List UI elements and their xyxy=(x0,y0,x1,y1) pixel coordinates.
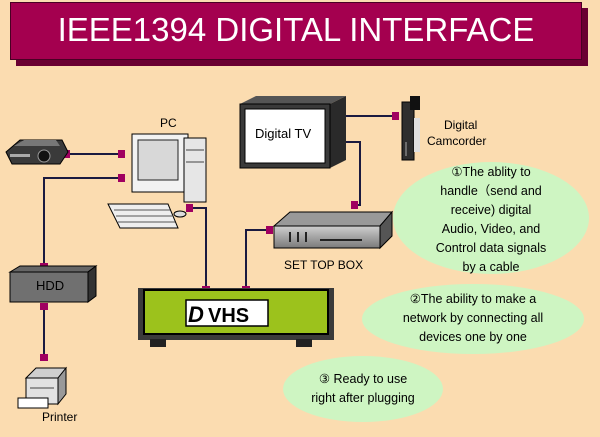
dvhs-logo: D xyxy=(188,302,204,327)
hdd-icon xyxy=(8,265,98,303)
digital-tv-icon xyxy=(239,96,346,169)
camcorder-label-2: Camcorder xyxy=(427,134,487,148)
cable-pc-dvhs xyxy=(190,207,207,290)
feature-bubble-3 xyxy=(283,356,443,422)
pc-icon xyxy=(107,133,207,229)
cables xyxy=(43,115,396,358)
slide-title: IEEE1394 DIGITAL INTERFACE xyxy=(57,11,535,48)
printer-label: Printer xyxy=(42,410,78,424)
feature-bubble-2 xyxy=(362,284,584,354)
digital-tv-label: Digital TV xyxy=(255,126,312,141)
feature-2-line: network by connecting all xyxy=(402,311,544,325)
set-top-box-icon xyxy=(272,210,394,250)
dvhs-deck-icon: D VHS xyxy=(138,288,334,347)
feature-1-line: ①The ablity to xyxy=(451,165,531,179)
cable-stb-dvhs xyxy=(245,229,270,290)
dvhs-logo-vhs: VHS xyxy=(208,305,249,327)
feature-3-line: ③ Ready to use xyxy=(318,372,408,386)
feature-1-line: receive) digital xyxy=(450,203,532,217)
camcorder-label-1: Digital xyxy=(444,118,478,132)
feature-bubble-1 xyxy=(393,162,589,274)
feature-1-line: handle（send and xyxy=(440,184,542,198)
projector-icon xyxy=(5,139,69,165)
cable-pc-hdd xyxy=(43,177,122,268)
feature-1-line: Audio, Video, and xyxy=(441,222,541,236)
feature-2-line: devices one by one xyxy=(419,330,527,344)
printer-icon xyxy=(17,366,68,409)
feature-text-3: ③ Ready to use right after plugging xyxy=(283,370,443,408)
feature-1-line: Control data signals xyxy=(435,241,547,255)
feature-1-line: by a cable xyxy=(462,260,520,274)
feature-2-line: ②The ability to make a xyxy=(409,292,537,306)
feature-3-line: right after plugging xyxy=(311,391,415,405)
hdd-label: HDD xyxy=(36,278,65,293)
camcorder-icon xyxy=(401,96,420,161)
pc-label: PC xyxy=(160,116,177,130)
title-banner: IEEE1394 DIGITAL INTERFACE xyxy=(10,2,582,60)
feature-text-2: ②The ability to make a network by connec… xyxy=(362,290,584,347)
set-top-box-label: SET TOP BOX xyxy=(284,258,364,272)
feature-text-1: ①The ablity to handle（send and receive) … xyxy=(393,163,589,277)
